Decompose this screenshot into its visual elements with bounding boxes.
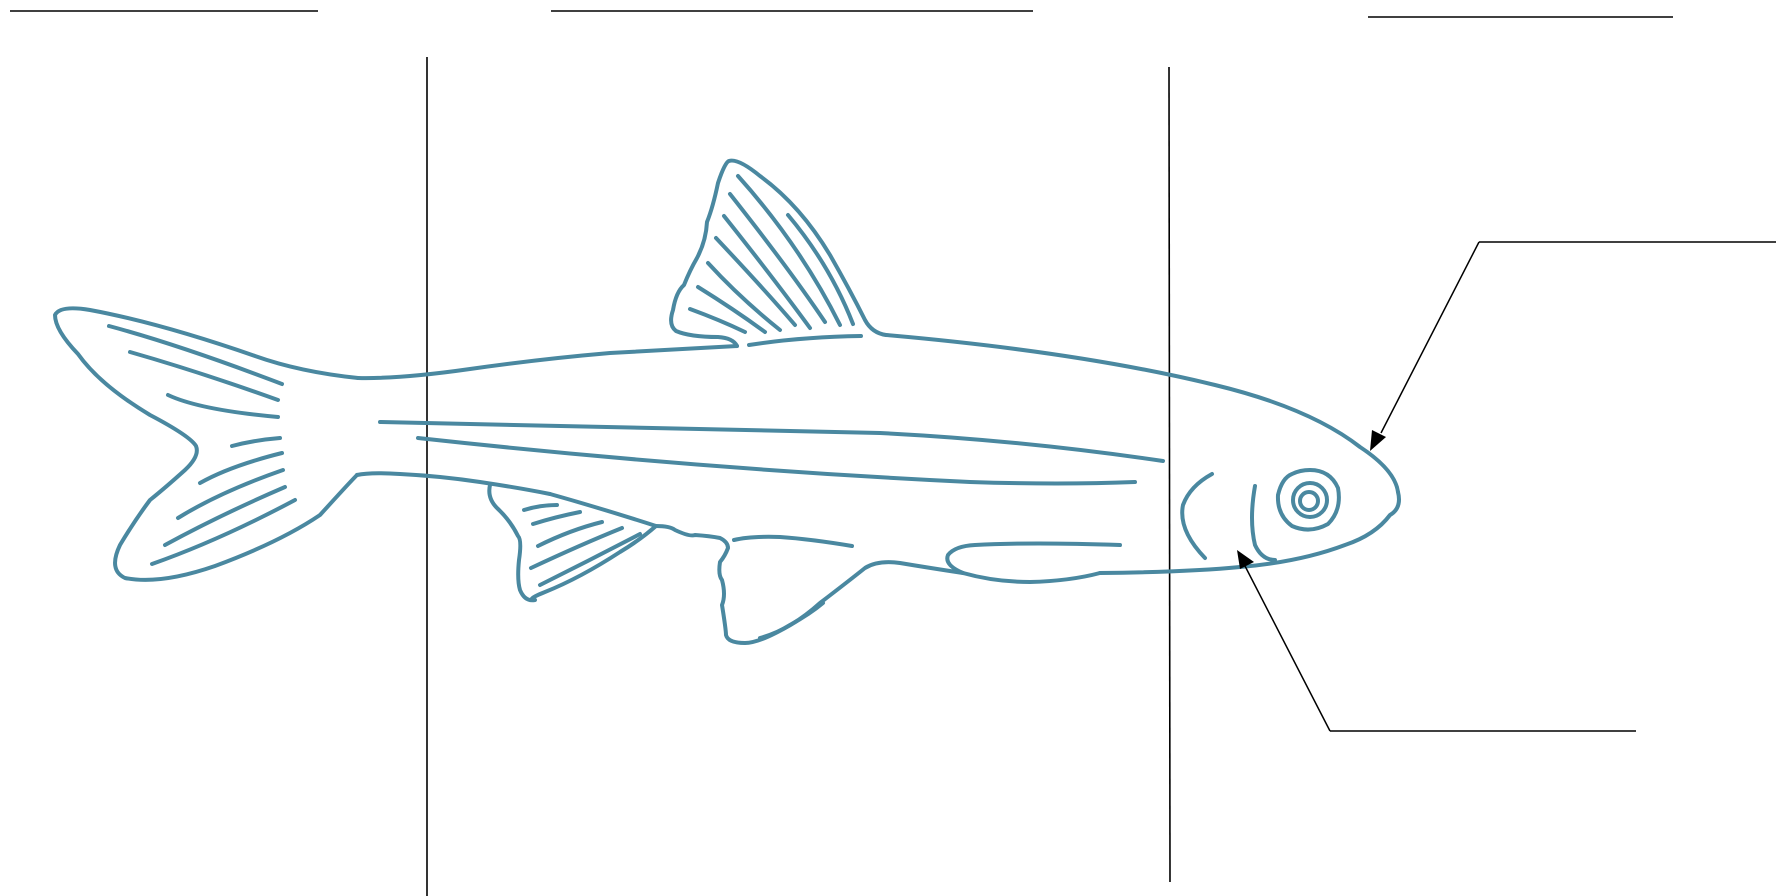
eye-pupil xyxy=(1300,492,1318,510)
pelvic-fin-outline xyxy=(656,526,823,643)
section-heading-blanks xyxy=(10,11,1673,17)
eye xyxy=(1278,470,1339,530)
section-dividers xyxy=(427,57,1170,896)
lower-callout-leader xyxy=(1245,566,1330,731)
upper-callout-leader xyxy=(1381,242,1479,433)
back-before-dorsal-fin xyxy=(358,346,737,378)
caudal-peduncle-underside xyxy=(357,473,550,494)
caudal-fin-outline xyxy=(55,308,358,580)
body-head-divider xyxy=(1169,67,1170,882)
belly-outline xyxy=(963,573,1100,582)
eye-outer-ring xyxy=(1278,470,1339,530)
upper-callout-arrowhead xyxy=(1370,430,1386,451)
dorsal-back-outline xyxy=(886,335,1398,492)
pelvic-fin-upper-edge xyxy=(734,537,852,546)
upper-lateral-stripe xyxy=(380,422,1163,461)
gill-cover-arc xyxy=(1182,474,1212,558)
cheek-line xyxy=(1252,486,1275,560)
dorsal-fin-base xyxy=(749,336,861,345)
upper-callout xyxy=(1370,242,1776,451)
pectoral-fin-outline xyxy=(947,544,1120,574)
dorsal-fin-outline xyxy=(671,161,886,346)
anal-fin-outline xyxy=(489,485,656,600)
fish-drawing xyxy=(55,161,1399,643)
lower-callout xyxy=(1237,550,1636,731)
